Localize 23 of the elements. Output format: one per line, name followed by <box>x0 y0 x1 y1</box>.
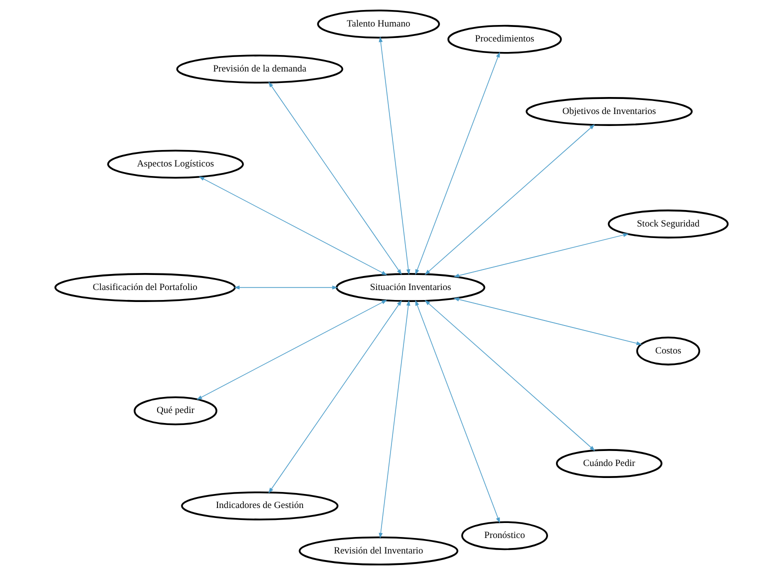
node-ellipse: Previsión de la demanda <box>176 54 344 84</box>
node-ellipse: Aspectos Logísticos <box>107 150 244 179</box>
arrow <box>268 300 402 494</box>
arrow <box>424 300 596 452</box>
arrow <box>198 176 388 276</box>
node-ellipse: Talento Humano <box>317 10 440 38</box>
node-ellipse: Cuándo Pedir <box>556 449 662 478</box>
arrow <box>234 286 338 290</box>
node-ellipse: Revisión del Inventario <box>298 536 458 566</box>
arrow <box>196 300 388 400</box>
node-ellipse: Indicadores de Gestión <box>181 491 338 520</box>
node-ellipse: Pronóstico <box>461 521 548 550</box>
arrow <box>453 233 629 278</box>
arrow <box>453 298 642 346</box>
arrow <box>378 36 410 275</box>
arrow <box>415 52 500 275</box>
arrow <box>378 300 410 539</box>
arrow <box>424 124 595 275</box>
node-ellipse: Clasificación del Portafolio <box>54 273 236 302</box>
arrow <box>415 300 500 524</box>
arrow <box>268 82 402 275</box>
node-ellipse: Objetivos de Inventarios <box>526 97 693 126</box>
node-ellipse: Procedimientos <box>447 24 562 54</box>
